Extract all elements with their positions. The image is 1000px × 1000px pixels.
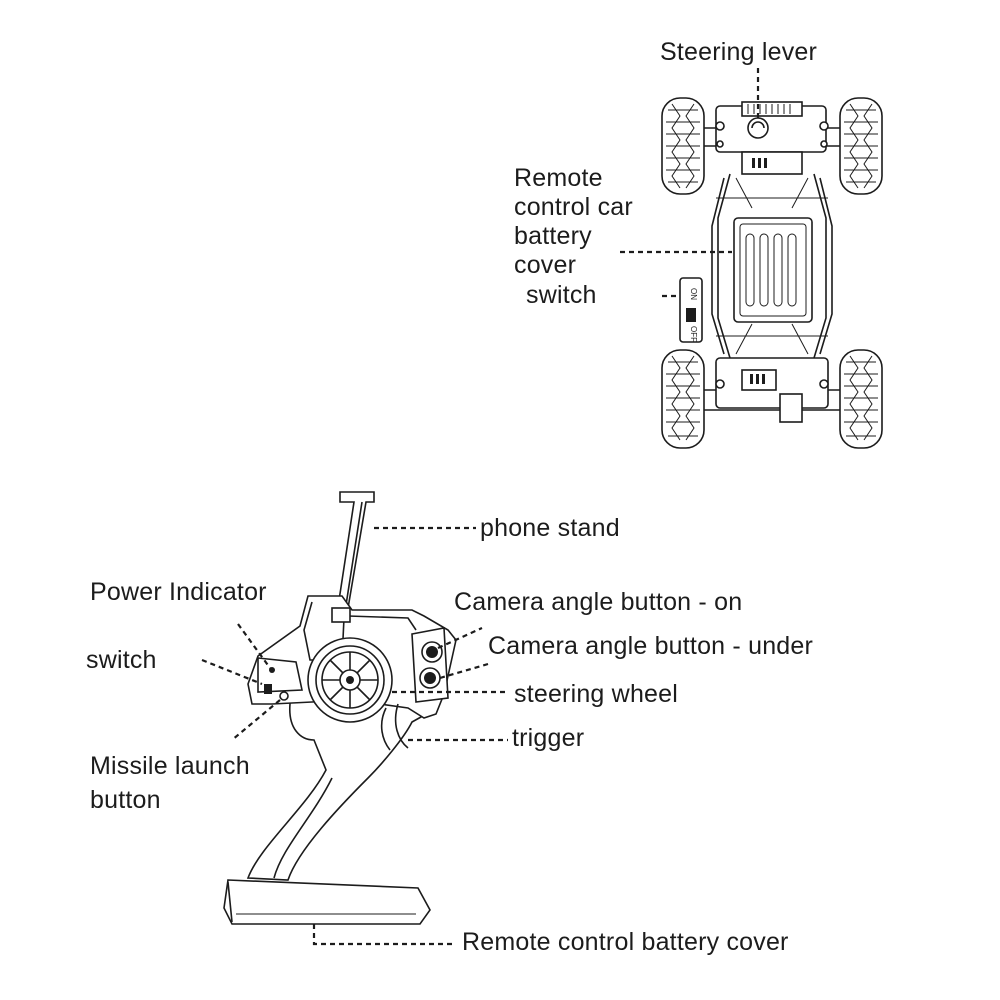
label-car-switch: switch [526,281,597,309]
label-battery-cover-line4: cover [514,251,577,279]
steering-lever-knob [747,117,769,139]
missile-launch-leader [231,699,281,741]
label-steering-lever: Steering lever [660,38,818,66]
label-remote-battery-cover: Remote control battery cover [462,928,789,956]
switch-off-marking: OFF [689,326,698,342]
chassis-frame [711,173,833,359]
battery-cover [733,217,813,323]
label-phone-stand: phone stand [480,514,620,542]
power-switch [264,684,272,694]
label-missile-launch-line2: button [90,786,161,814]
label-power-indicator: Power Indicator [90,578,267,606]
label-switch: switch [86,646,157,674]
camera-buttons [411,627,449,703]
rear-assembly [715,357,829,423]
power-indicator-leader [237,623,271,669]
camera-on-leader [437,626,483,650]
car-power-switch: ON OFF [679,277,703,343]
missile-launch-button [279,691,289,701]
label-trigger: trigger [512,724,585,752]
battery-cover-leader [312,924,454,946]
label-camera-angle-under: Camera angle button - under [488,632,814,660]
front-right-wheel [839,97,883,195]
rear-left-wheel [661,349,705,449]
label-battery-cover-line1: Remote [514,164,603,192]
power-indicator-light [269,667,275,673]
label-battery-cover-line3: battery [514,222,592,250]
front-left-wheel [661,97,705,195]
label-steering-wheel: steering wheel [514,680,679,708]
front-assembly [715,101,829,175]
label-camera-angle-on: Camera angle button - on [454,588,743,616]
switch-leader [201,658,263,686]
steering-wheel [307,637,393,723]
rear-right-wheel [839,349,883,449]
remote-base [223,879,431,925]
car-chassis-illustration: ON OFF [620,68,883,449]
remote-controller-illustration [201,491,508,946]
car-diagram-panel: ON OFF Steering lever Remote control car… [512,18,894,460]
label-missile-launch-line1: Missile launch [90,752,250,780]
label-battery-cover-line2: control car [514,193,633,221]
switch-on-marking: ON [689,288,698,300]
remote-grip [246,695,440,881]
remote-diagram-panel: phone stand Power Indicator Camera angle… [52,478,918,956]
trigger [380,703,409,751]
